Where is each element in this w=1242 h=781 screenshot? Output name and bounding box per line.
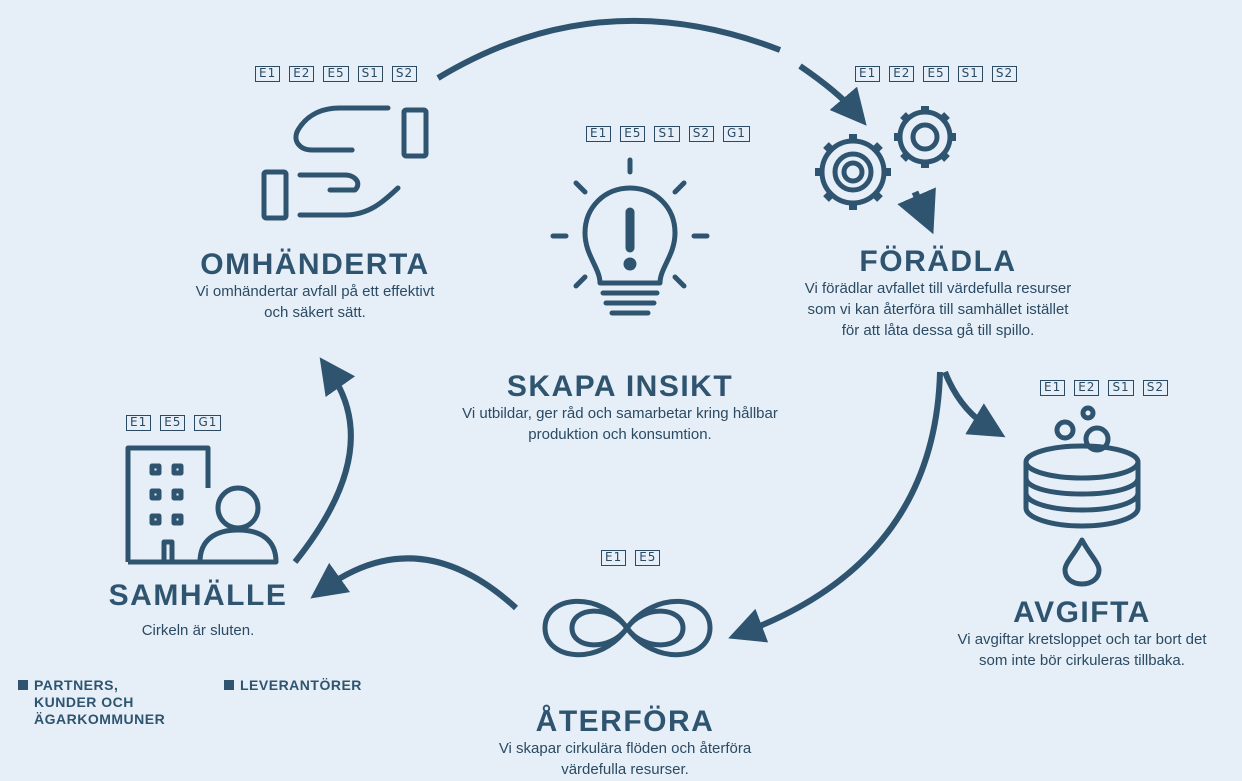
legend-label: KUNDER OCH bbox=[34, 694, 134, 710]
tag: E1 bbox=[1040, 380, 1066, 396]
node-desc: Vi omhändertar avfall på ett effektivt bbox=[195, 283, 435, 300]
tag: S2 bbox=[688, 126, 714, 142]
tag: S1 bbox=[654, 126, 680, 142]
node-samhalle: SAMHÄLLE Cirkeln är sluten. bbox=[78, 580, 318, 641]
node-desc: Vi skapar cirkulära flöden och återföra bbox=[498, 740, 752, 757]
tag: E5 bbox=[620, 126, 646, 142]
legend-leverantorer: LEVERANTÖRER bbox=[224, 677, 362, 694]
tag: E2 bbox=[889, 66, 915, 82]
hands-icon bbox=[261, 105, 429, 221]
node-desc: Vi avgiftar kretsloppet och tar bort det bbox=[957, 631, 1207, 648]
arrow-aterfora-samhalle bbox=[310, 555, 519, 611]
tags-avgifta: E1 E2 S1 S2 bbox=[1040, 380, 1168, 396]
tags-foradla: E1 E2 E5 S1 S2 bbox=[855, 66, 1018, 82]
node-desc: Vi utbildar, ger råd och samarbetar krin… bbox=[462, 405, 778, 422]
legend-label: ÄGARKOMMUNER bbox=[34, 711, 166, 727]
node-skapa-insikt: SKAPA INSIKT Vi utbildar, ger råd och sa… bbox=[400, 371, 840, 445]
node-desc: och säkert sätt. bbox=[264, 304, 366, 321]
tag: E5 bbox=[323, 66, 349, 82]
node-aterfora: ÅTERFÖRA Vi skapar cirkulära flöden och … bbox=[430, 706, 820, 780]
database-drop-icon bbox=[1023, 405, 1141, 587]
tag: E5 bbox=[160, 415, 186, 431]
node-avgifta: AVGIFTA Vi avgiftar kretsloppet och tar … bbox=[912, 597, 1242, 671]
arrow-gear-down bbox=[897, 187, 936, 235]
node-title: FÖRÄDLA bbox=[859, 245, 1017, 278]
tag: E1 bbox=[601, 550, 627, 566]
node-desc: Cirkeln är sluten. bbox=[141, 622, 255, 639]
legend-swatch bbox=[18, 680, 28, 690]
arrow-omhanderta-foradla bbox=[436, 17, 782, 81]
tag: E1 bbox=[855, 66, 881, 82]
tag: G1 bbox=[194, 415, 222, 431]
tag: E2 bbox=[289, 66, 315, 82]
arrow-foradla-aterfora bbox=[728, 371, 943, 643]
tag: E1 bbox=[126, 415, 152, 431]
node-desc: Vi förädlar avfallet till värdefulla res… bbox=[804, 280, 1072, 297]
tag: E5 bbox=[635, 550, 661, 566]
lightbulb-icon bbox=[550, 157, 710, 316]
arrow-samhalle-omhanderta bbox=[292, 357, 356, 564]
tags-samhalle: E1 E5 G1 bbox=[126, 415, 222, 431]
node-title: SKAPA INSIKT bbox=[506, 370, 734, 403]
node-title: SAMHÄLLE bbox=[108, 579, 288, 612]
infinity-icon bbox=[542, 598, 713, 658]
node-foradla: FÖRÄDLA Vi förädlar avfallet till värdef… bbox=[738, 246, 1138, 341]
tag: E2 bbox=[1074, 380, 1100, 396]
legend-partners: PARTNERS, KUNDER OCH ÄGARKOMMUNER bbox=[18, 677, 165, 728]
node-desc: värdefulla resurser. bbox=[561, 761, 689, 778]
building-person-icon bbox=[125, 445, 279, 565]
tag: S2 bbox=[991, 66, 1018, 82]
tags-skapa: E1 E5 S1 S2 G1 bbox=[586, 126, 750, 142]
tag: S1 bbox=[357, 66, 383, 82]
tag: S2 bbox=[391, 66, 418, 82]
legend-label: LEVERANTÖRER bbox=[240, 677, 362, 693]
node-omhanderta: OMHÄNDERTA Vi omhändertar avfall på ett … bbox=[115, 249, 515, 323]
arrow-omhanderta-foradla-tail bbox=[798, 63, 867, 126]
node-title: AVGIFTA bbox=[1013, 596, 1151, 629]
node-desc: för att låta dessa gå till spillo. bbox=[841, 322, 1035, 339]
arrow-foradla-avgifta bbox=[942, 370, 1006, 438]
tag: E5 bbox=[923, 66, 949, 82]
tag: S2 bbox=[1142, 380, 1168, 396]
legend-label: PARTNERS, bbox=[34, 677, 119, 693]
gears-icon bbox=[815, 106, 956, 210]
tag: S1 bbox=[1108, 380, 1134, 396]
node-desc: som inte bör cirkuleras tillbaka. bbox=[979, 652, 1185, 669]
tag: E1 bbox=[586, 126, 612, 142]
tag: E1 bbox=[255, 66, 281, 82]
node-desc: som vi kan återföra till samhället istäl… bbox=[807, 301, 1069, 318]
tag: G1 bbox=[722, 126, 750, 142]
tags-omhanderta: E1 E2 E5 S1 S2 bbox=[255, 66, 418, 82]
node-title: ÅTERFÖRA bbox=[535, 705, 715, 738]
legend-swatch bbox=[224, 680, 234, 690]
tags-aterfora: E1 E5 bbox=[601, 550, 661, 566]
node-desc: produktion och konsumtion. bbox=[528, 426, 712, 443]
tag: S1 bbox=[957, 66, 983, 82]
node-title: OMHÄNDERTA bbox=[200, 248, 430, 281]
